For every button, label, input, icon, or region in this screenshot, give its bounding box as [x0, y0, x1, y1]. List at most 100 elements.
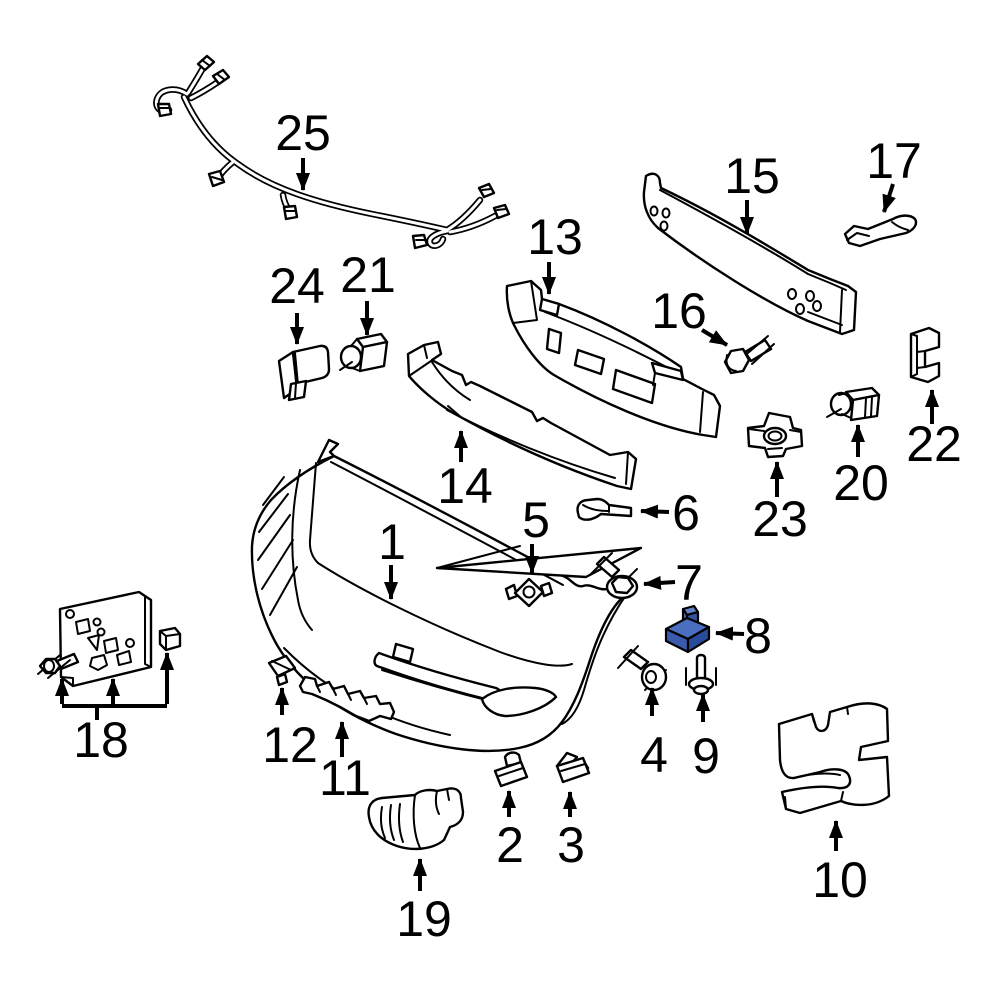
cap-fold	[625, 451, 629, 485]
hook-inner	[793, 772, 841, 779]
body	[291, 344, 331, 386]
lip-line	[447, 405, 463, 419]
clip-base	[555, 756, 591, 784]
arm-outline	[843, 214, 918, 248]
part-1-bumper-cover	[250, 438, 643, 753]
fog-recess	[480, 686, 558, 718]
tick	[826, 408, 842, 418]
fender-hatch	[269, 566, 298, 616]
thread-tick	[751, 343, 775, 365]
cap-fold	[408, 344, 432, 377]
part-label-22: 22	[906, 416, 962, 472]
beam-outline	[642, 172, 858, 336]
part-22-clip-bracket	[909, 326, 941, 384]
nut-fold	[498, 767, 524, 777]
plate-cutout	[75, 618, 91, 635]
clip-fold	[271, 660, 292, 671]
arm-fold	[846, 232, 870, 241]
molding-outline	[576, 497, 633, 521]
harness-core	[182, 95, 449, 232]
part-label-13: 13	[527, 209, 583, 265]
horn-rib	[389, 804, 395, 841]
bolt-head-face	[43, 659, 55, 673]
plate-fold	[60, 596, 152, 687]
connector-face	[216, 73, 226, 81]
nut-base	[493, 760, 529, 788]
fender-hatch	[257, 514, 291, 561]
part-20-sensor	[826, 386, 881, 422]
part-17-bracket-arm	[843, 214, 918, 248]
bracket-outline	[777, 702, 891, 815]
ear	[539, 581, 554, 598]
bolt-head	[723, 347, 751, 375]
hole	[649, 205, 659, 217]
fold	[294, 382, 297, 399]
plate-cutout	[116, 650, 132, 666]
absorber-outline	[505, 279, 722, 439]
sensor-barrel	[339, 344, 363, 370]
tick	[339, 361, 353, 371]
step-notch	[538, 297, 561, 317]
side-bracket	[685, 667, 717, 686]
horn-rib	[380, 806, 386, 839]
connector-face	[201, 59, 211, 67]
bolt-hex	[610, 575, 635, 595]
harness-core	[186, 66, 205, 95]
bolt-head-socket	[645, 670, 657, 684]
clip-cube-fold	[159, 630, 181, 651]
part-label-9: 9	[692, 728, 720, 784]
part-11-slide-rail	[298, 675, 396, 723]
part-label-3: 3	[557, 817, 585, 873]
arm-fold	[891, 221, 909, 231]
part-3-clip	[555, 751, 591, 784]
connector	[411, 233, 429, 250]
part-label-12: 12	[262, 717, 318, 773]
connector	[492, 203, 511, 220]
part-label-19: 19	[396, 891, 452, 947]
slot	[864, 396, 873, 418]
part-8-clip-nut-highlighted	[664, 604, 711, 654]
part-label-16: 16	[651, 283, 707, 339]
part-label-18: 18	[73, 712, 129, 768]
join	[838, 392, 852, 419]
part-label-15: 15	[724, 148, 780, 204]
part-label-23: 23	[752, 491, 808, 547]
plate-hole	[96, 627, 106, 637]
part-label-14: 14	[437, 458, 493, 514]
tab-fold	[652, 372, 656, 386]
fold	[294, 352, 299, 386]
connector-face	[481, 188, 492, 191]
retainer-hole-inner	[767, 430, 783, 442]
upper-flap	[435, 546, 643, 579]
top-fold	[659, 189, 847, 291]
absorber-outline	[406, 340, 638, 491]
upper-flap-edge	[436, 545, 521, 569]
molding-line	[582, 504, 610, 513]
arch-line	[561, 594, 627, 725]
stud-base	[692, 684, 710, 696]
bracket-fold	[784, 706, 849, 810]
part-9-stud	[685, 653, 717, 696]
part-labels: 25 24 21 13 15 17 16 22 20 23 14 1 5 6 7…	[73, 105, 962, 947]
part-label-5: 5	[522, 492, 550, 548]
part-21-sensor	[339, 332, 389, 373]
part-23-retainer	[746, 411, 804, 459]
cutout	[611, 368, 657, 405]
harness-core	[448, 214, 497, 234]
bottom-fold	[807, 311, 843, 326]
plate-cutout	[89, 654, 108, 671]
panel-fold	[431, 361, 471, 401]
hole	[659, 220, 669, 232]
cutout	[545, 327, 563, 355]
fender-hatch	[262, 476, 285, 506]
rail-outline	[298, 675, 396, 723]
callout-arrow-6	[640, 504, 670, 519]
plate-hole	[92, 617, 102, 627]
part-label-6: 6	[672, 485, 700, 541]
horn-step	[434, 788, 450, 815]
part-5-retainer-nut	[504, 577, 554, 608]
part-25-wire-harness	[153, 54, 511, 250]
part-label-17: 17	[866, 133, 922, 189]
fender-pocket	[291, 469, 313, 631]
